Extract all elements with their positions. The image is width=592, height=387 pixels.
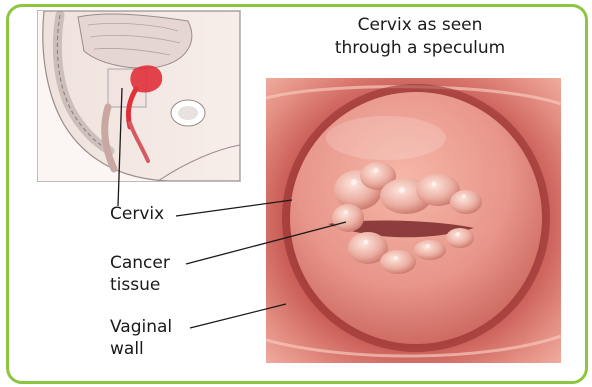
- leader-inset-to-cervix: [118, 88, 122, 206]
- leader-cervix: [176, 200, 292, 216]
- leader-cancer-tissue: [186, 222, 346, 264]
- leader-vaginal-wall: [190, 304, 286, 328]
